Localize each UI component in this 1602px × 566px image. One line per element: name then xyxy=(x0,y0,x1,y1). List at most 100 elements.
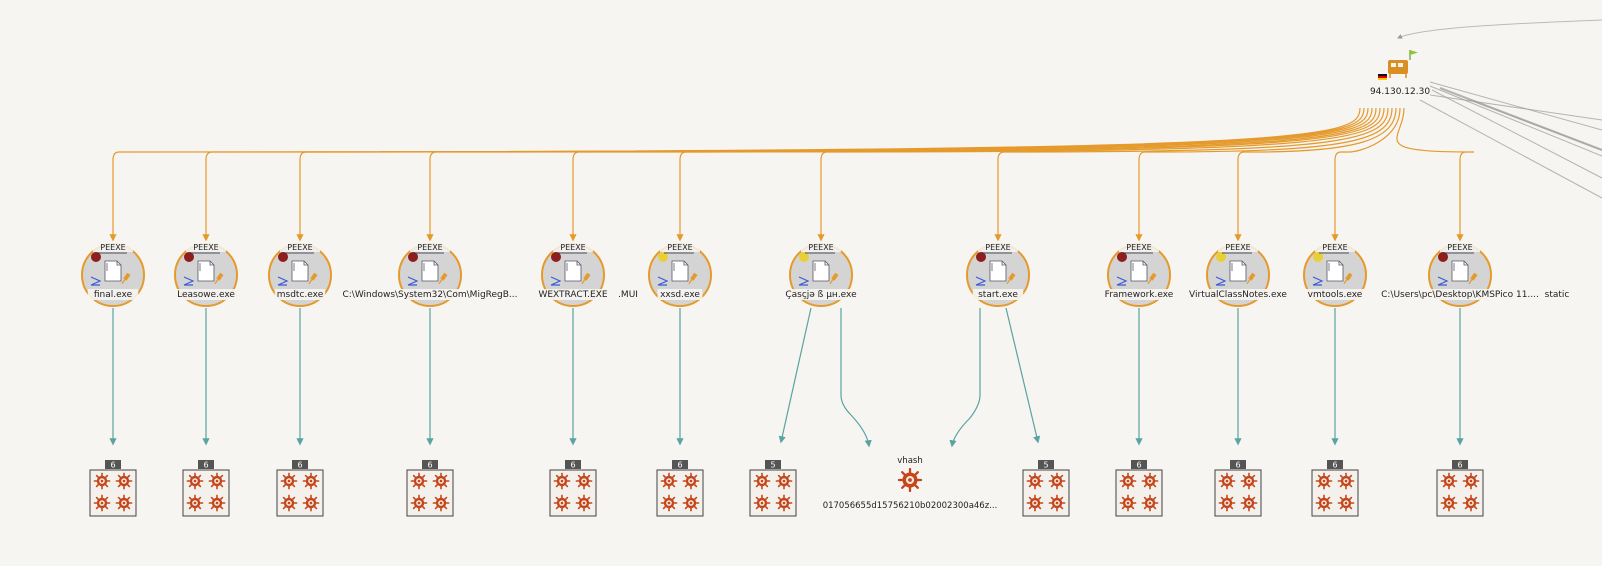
detection-group[interactable]: 6 xyxy=(1115,460,1163,517)
file-document-icon xyxy=(664,252,694,282)
detection-count-badge xyxy=(105,460,121,469)
virus-icon xyxy=(93,494,111,512)
virus-icon xyxy=(1462,494,1480,512)
file-name-label: xxsd.exe xyxy=(660,290,700,300)
detection-count: 6 xyxy=(1457,461,1462,470)
virus-icon xyxy=(660,472,678,490)
virus-icon xyxy=(208,472,226,490)
file-name-label: vmtools.exe xyxy=(1308,290,1363,300)
virus-icon xyxy=(1315,472,1333,490)
virus-icon xyxy=(432,472,450,490)
virus-icon xyxy=(1119,472,1137,490)
virus-icon xyxy=(115,472,133,490)
pin-icon xyxy=(829,272,839,285)
pin-icon xyxy=(438,272,448,285)
file-name-label: WEXTRACT.EXE xyxy=(538,290,607,300)
verdict-dot-icon xyxy=(1117,252,1127,262)
file-node[interactable]: PEEXE WEXTRACT.EXE xyxy=(538,242,608,307)
ip-to-file-edge xyxy=(994,107,1389,242)
virus-icon xyxy=(1218,494,1236,512)
virus-icon xyxy=(186,494,204,512)
detection-group[interactable]: 6 xyxy=(89,460,137,517)
detection-group[interactable]: 6 xyxy=(182,460,230,517)
detection-group[interactable]: 6 xyxy=(656,460,704,517)
file-document-icon xyxy=(1123,252,1153,282)
executable-icon xyxy=(1116,276,1128,286)
detection-count: 5 xyxy=(770,461,775,470)
virus-icon xyxy=(553,472,571,490)
ip-to-file-edge xyxy=(817,107,1385,242)
virus-icon xyxy=(753,472,771,490)
file-document-icon xyxy=(982,252,1012,282)
detection-group[interactable]: 6 xyxy=(549,460,597,517)
virus-icon xyxy=(1337,494,1355,512)
virus-icon xyxy=(93,472,111,490)
detection-group[interactable]: 5 xyxy=(1022,460,1070,517)
detection-group[interactable]: 6 xyxy=(1214,460,1262,517)
file-name-label: Framework.exe xyxy=(1105,290,1174,300)
verdict-dot-icon xyxy=(976,252,986,262)
virus-icon xyxy=(410,472,428,490)
detection-group[interactable]: 6 xyxy=(406,460,454,517)
file-node[interactable]: PEEXE Çasçjə ß µн.exe xyxy=(779,242,863,307)
misc-edge xyxy=(1469,99,1602,151)
virus-icon xyxy=(775,472,793,490)
file-node[interactable]: PEEXE xxsd.exe xyxy=(648,242,712,307)
executable-icon xyxy=(657,276,669,286)
virus-icon xyxy=(432,494,450,512)
executable-icon xyxy=(1312,276,1324,286)
german-flag-icon xyxy=(1378,74,1387,80)
file-name-label: C:\Users\pc\Desktop\KMSPico 11.... xyxy=(1381,290,1539,300)
detection-group[interactable]: 5 xyxy=(749,460,797,517)
ip-node[interactable]: 94.130.12.30 xyxy=(1370,50,1430,97)
virus-icon xyxy=(280,472,298,490)
verdict-dot-icon xyxy=(278,252,288,262)
virus-icon xyxy=(682,494,700,512)
virus-icon xyxy=(1048,494,1066,512)
file-type-label: PEEXE xyxy=(287,243,312,252)
file-type-label: PEEXE xyxy=(985,243,1010,252)
file-type-label: PEEXE xyxy=(100,243,125,252)
vhash-node[interactable]: vhash 017056655d15756210b02002300a46z... xyxy=(823,456,998,511)
detection-group[interactable]: 6 xyxy=(1436,460,1484,517)
executable-icon xyxy=(550,276,562,286)
incoming-edge xyxy=(1397,19,1602,39)
file-name-label: Leasowe.exe xyxy=(177,290,235,300)
detection-count: 6 xyxy=(570,461,575,470)
ip-address-node[interactable]: 94.130.12.30 xyxy=(1370,50,1430,97)
pin-icon xyxy=(1468,272,1478,285)
file-to-vhash-edge xyxy=(840,308,872,448)
pin-icon xyxy=(1246,272,1256,285)
file-name-label: Çasçjə ß µн.exe xyxy=(785,290,857,300)
virus-icon xyxy=(1119,494,1137,512)
file-type-label: PEEXE xyxy=(808,243,833,252)
virus-icon xyxy=(1315,494,1333,512)
virus-icon xyxy=(1141,472,1159,490)
vhash-value: 017056655d15756210b02002300a46z... xyxy=(823,501,998,511)
file-document-icon xyxy=(1444,252,1474,282)
ip-to-file-edge xyxy=(202,107,1365,242)
file-document-icon xyxy=(557,252,587,282)
detection-group[interactable]: 6 xyxy=(276,460,324,517)
file-node[interactable]: PEEXEC:\Windows\System32\Com\MigRegB... xyxy=(334,242,526,307)
file-type-label: PEEXE xyxy=(560,243,585,252)
vhash-title: vhash xyxy=(897,456,922,466)
detection-group[interactable]: 6 xyxy=(1311,460,1359,517)
pin-icon xyxy=(581,272,591,285)
file-type-label: PEEXE xyxy=(667,243,692,252)
virus-icon xyxy=(280,494,298,512)
verdict-dot-icon xyxy=(184,252,194,262)
misc-edge xyxy=(1429,81,1602,131)
detection-count-badge xyxy=(1131,460,1147,469)
verdict-dot-icon xyxy=(408,252,418,262)
executable-icon xyxy=(407,276,419,286)
